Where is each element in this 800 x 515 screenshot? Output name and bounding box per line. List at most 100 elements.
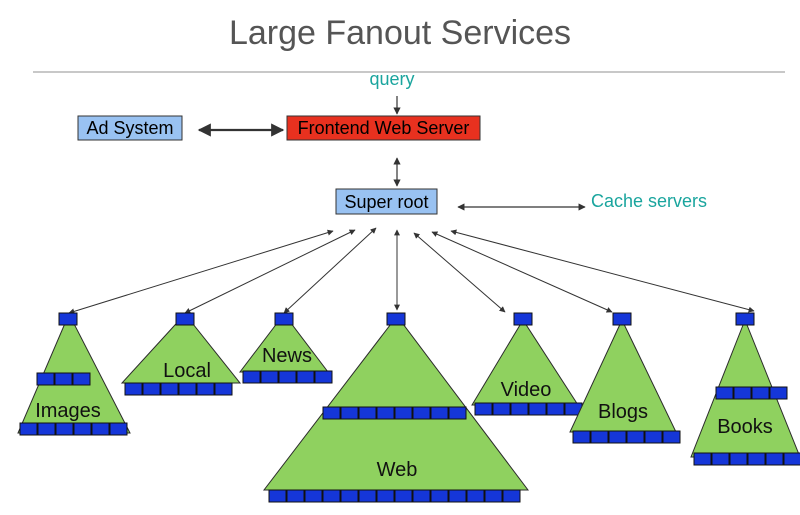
leaf-node [55,422,74,436]
ad-system-label: Ad System [86,118,173,138]
tree-label-news: News [262,345,312,367]
tree-video: Video [471,312,583,416]
root-node [175,312,195,326]
leaf-node [546,402,565,416]
root-node [513,312,533,326]
leaf-node [91,422,110,436]
leaf-node [412,489,431,503]
leaf-node [358,406,377,420]
leaf-node [19,422,38,436]
leaf-node [376,489,395,503]
root-node [274,312,294,326]
arrow-images [68,229,334,315]
leaf-node [430,406,449,420]
leaf-node [37,422,56,436]
leaf-node [466,489,485,503]
root-node [612,312,632,326]
leaf-node [608,430,627,444]
leaf-node [36,372,55,386]
leaf-node [196,382,215,396]
leaf-node [765,452,784,466]
leaf-node [711,452,730,466]
cache-servers-label: Cache servers [591,191,707,211]
slide-title: Large Fanout Services [228,14,572,52]
leaf-node [662,430,681,444]
leaf-node [733,386,752,400]
leaf-node [430,489,449,503]
leaf-node [72,372,91,386]
leaf-node [729,452,748,466]
leaf-node [769,386,788,400]
root-node [58,312,78,326]
tree-label-images: Images [35,400,101,422]
ad-system-box [77,115,183,141]
leaf-node [394,406,413,420]
leaf-node [412,406,431,420]
leaf-node [626,430,645,444]
leaf-node [747,452,766,466]
super-root-label: Super root [344,192,428,212]
tree-local: Local [120,312,242,396]
leaf-node [268,489,287,503]
leaf-node [340,406,359,420]
leaf-node [322,406,341,420]
leaf-node [448,489,467,503]
leaf-node [502,489,521,503]
leaf-node [358,489,377,503]
tree-label-web: Web [377,459,418,481]
leaf-node [510,402,529,416]
leaf-node [160,382,179,396]
tree-images: Images [17,312,131,436]
leaf-node [322,489,341,503]
leaf-node [73,422,92,436]
leaf-node [314,370,333,384]
leaf-node [242,370,261,384]
arrow-books [450,229,755,313]
fanout-arrows [68,227,755,315]
leaf-node [590,430,609,444]
tree-books: Books [690,312,800,466]
leaf-node [109,422,128,436]
leaf-node [448,406,467,420]
leaf-node [278,370,297,384]
title-divider [33,71,785,73]
leaf-node [783,452,800,466]
leaf-node [492,402,511,416]
leaf-node [376,406,395,420]
leaf-node [572,430,591,444]
leaf-node [214,382,233,396]
leaf-node [474,402,493,416]
leaf-node [178,382,197,396]
frontend-label: Frontend Web Server [298,118,470,138]
arrow-video [413,232,506,313]
leaf-node [751,386,770,400]
leaf-node [260,370,279,384]
leaf-node [340,489,359,503]
leaf-node [644,430,663,444]
leaf-node [304,489,323,503]
arrow-news [283,227,377,314]
leaf-node [394,489,413,503]
leaf-node [484,489,503,503]
leaf-node [528,402,547,416]
tree-label-video: Video [501,379,552,401]
root-node [386,312,406,326]
leaf-node [54,372,73,386]
tree-web: Web [262,312,530,503]
leaf-node [693,452,712,466]
leaf-node [124,382,143,396]
leaf-node [296,370,315,384]
tree-label-local: Local [163,360,211,382]
frontend-box [286,115,481,141]
query-label: query [369,69,414,89]
leaf-node [715,386,734,400]
tree-label-blogs: Blogs [598,401,648,423]
root-node [735,312,755,326]
tree-blogs: Blogs [569,312,681,444]
leaf-node [142,382,161,396]
tree-news: News [238,312,333,384]
leaf-node [286,489,305,503]
tree-label-books: Books [717,416,773,438]
